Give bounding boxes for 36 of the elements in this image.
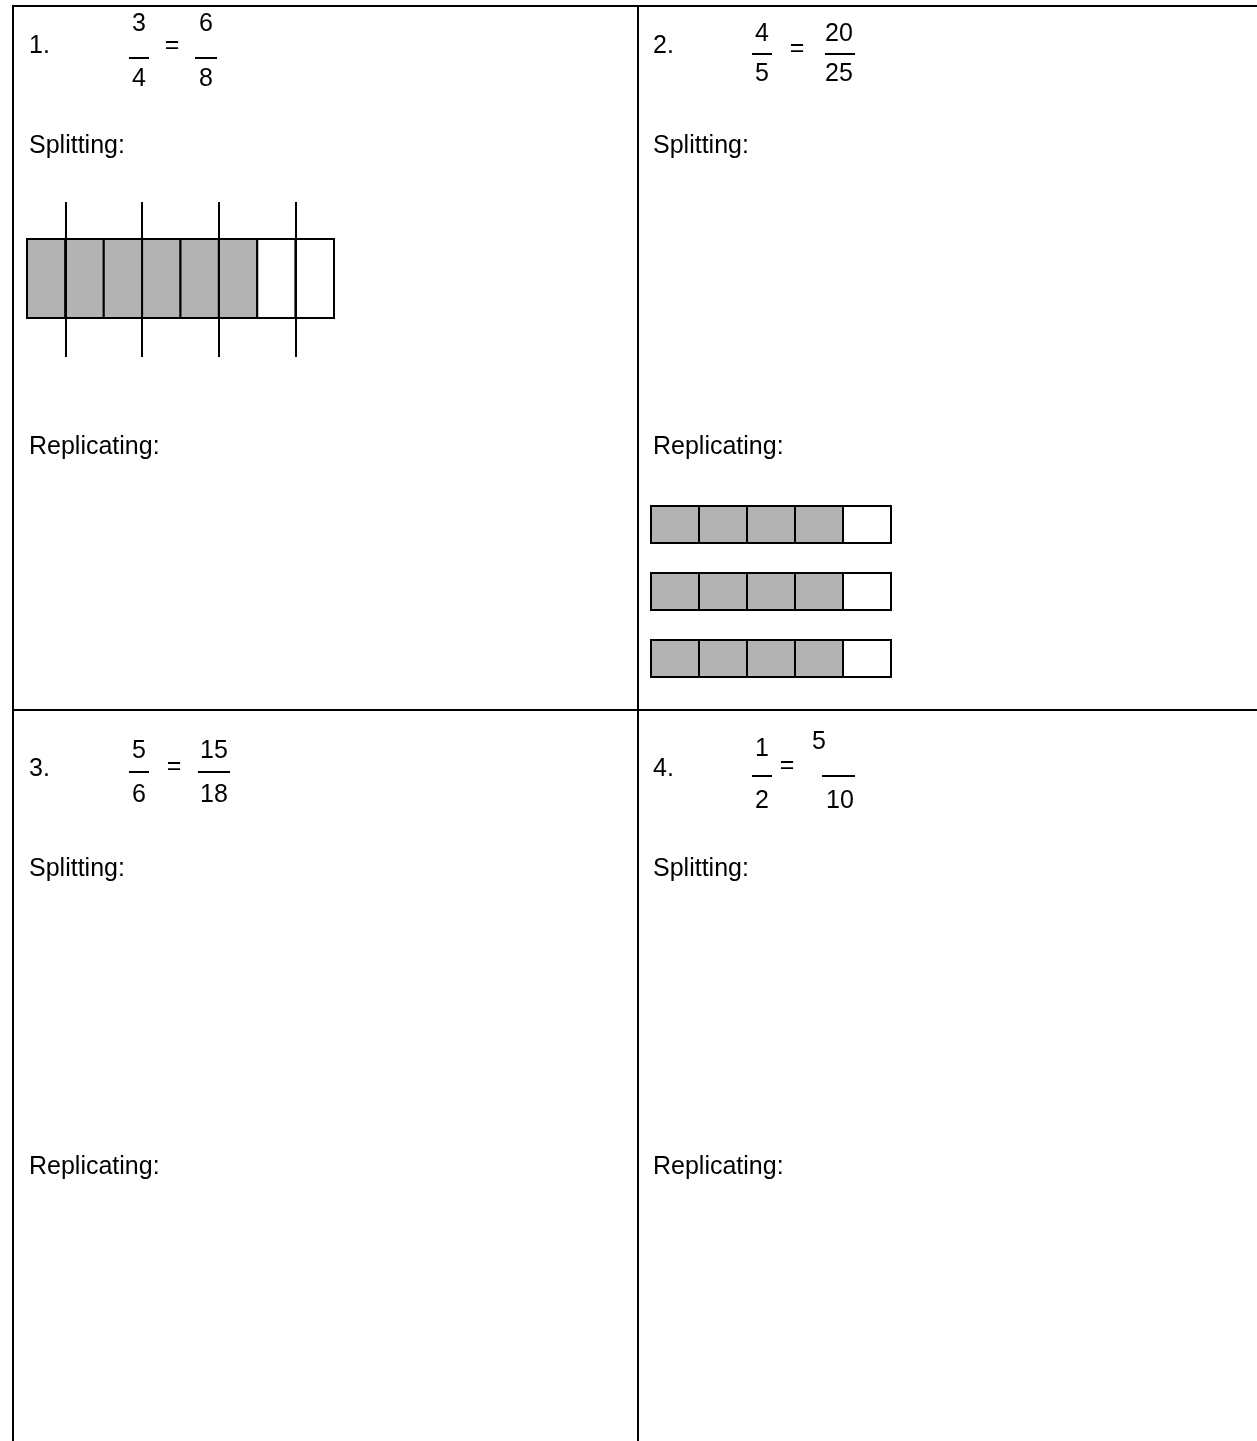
section-label: Replicating:: [29, 1151, 160, 1179]
denominator: 6: [132, 779, 146, 807]
numerator: 20: [825, 18, 853, 46]
problem-number: 3.: [29, 753, 50, 781]
section-label: Splitting:: [29, 853, 125, 881]
numerator: 5: [132, 735, 146, 763]
equals-sign: =: [164, 30, 180, 58]
worksheet-cell: [12, 5, 637, 709]
worksheet-cell: [637, 709, 1257, 1441]
numerator: 3: [132, 8, 146, 36]
numerator: 4: [755, 18, 769, 46]
section-label: Splitting:: [653, 853, 749, 881]
numerator: 5: [812, 726, 826, 754]
problem-number: 2.: [653, 30, 674, 58]
denominator: 8: [199, 63, 213, 91]
numerator: 1: [755, 733, 769, 761]
section-label: Replicating:: [29, 431, 160, 459]
worksheet-cell: [637, 5, 1257, 709]
section-label: Splitting:: [653, 130, 749, 158]
worksheet-cell: [12, 709, 637, 1441]
denominator: 10: [826, 785, 854, 813]
section-label: Replicating:: [653, 1151, 784, 1179]
equals-sign: =: [789, 33, 805, 61]
denominator: 18: [200, 779, 228, 807]
numerator: 6: [199, 8, 213, 36]
denominator: 5: [755, 58, 769, 86]
section-label: Replicating:: [653, 431, 784, 459]
problem-number: 1.: [29, 30, 50, 58]
denominator: 4: [132, 63, 146, 91]
equals-sign: =: [166, 751, 182, 779]
denominator: 25: [825, 58, 853, 86]
numerator: 15: [200, 735, 228, 763]
equals-sign: =: [779, 750, 795, 778]
problem-number: 4.: [653, 753, 674, 781]
denominator: 2: [755, 785, 769, 813]
section-label: Splitting:: [29, 130, 125, 158]
